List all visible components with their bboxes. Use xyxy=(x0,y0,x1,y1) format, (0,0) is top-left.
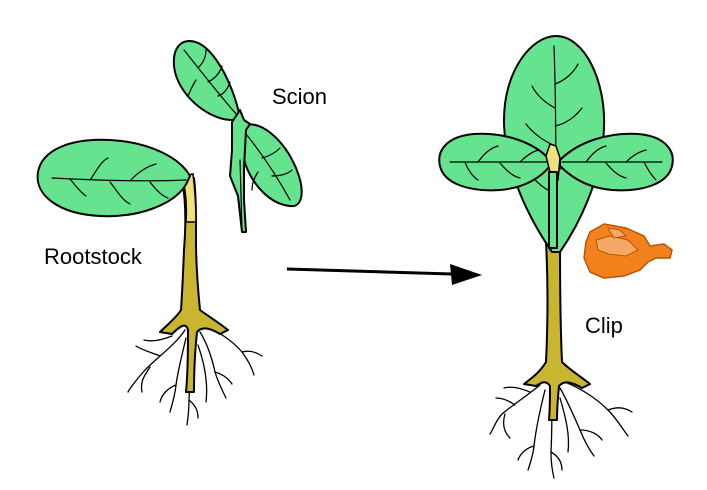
scion-lower-leaf-veins xyxy=(245,133,293,201)
rootstock-leaf-veins xyxy=(51,157,187,205)
grafted-right-leaf-veins xyxy=(561,145,663,181)
clip-label: Clip xyxy=(585,313,623,338)
clip-hinge xyxy=(607,227,628,239)
rootstock-label: Rootstock xyxy=(44,244,142,269)
process-arrow xyxy=(286,264,482,285)
scion-upper-leaf xyxy=(172,40,241,122)
grafted-roots xyxy=(489,381,633,479)
arrow-head xyxy=(450,264,482,285)
scion-lower-leaf xyxy=(240,123,303,208)
grafted-scion-stem xyxy=(548,171,558,249)
scion-label: Scion xyxy=(272,84,328,109)
rootstock-leaf xyxy=(36,138,191,218)
grafted-plant xyxy=(438,35,674,479)
scion-plant xyxy=(172,40,303,233)
rootstock-stem xyxy=(159,177,229,393)
grafting-clip xyxy=(583,223,673,279)
scion-upper-leaf-veins xyxy=(183,49,239,117)
rootstock-plant xyxy=(36,138,263,426)
grafted-left-leaf-veins xyxy=(449,145,549,181)
grafted-stem xyxy=(523,241,591,421)
